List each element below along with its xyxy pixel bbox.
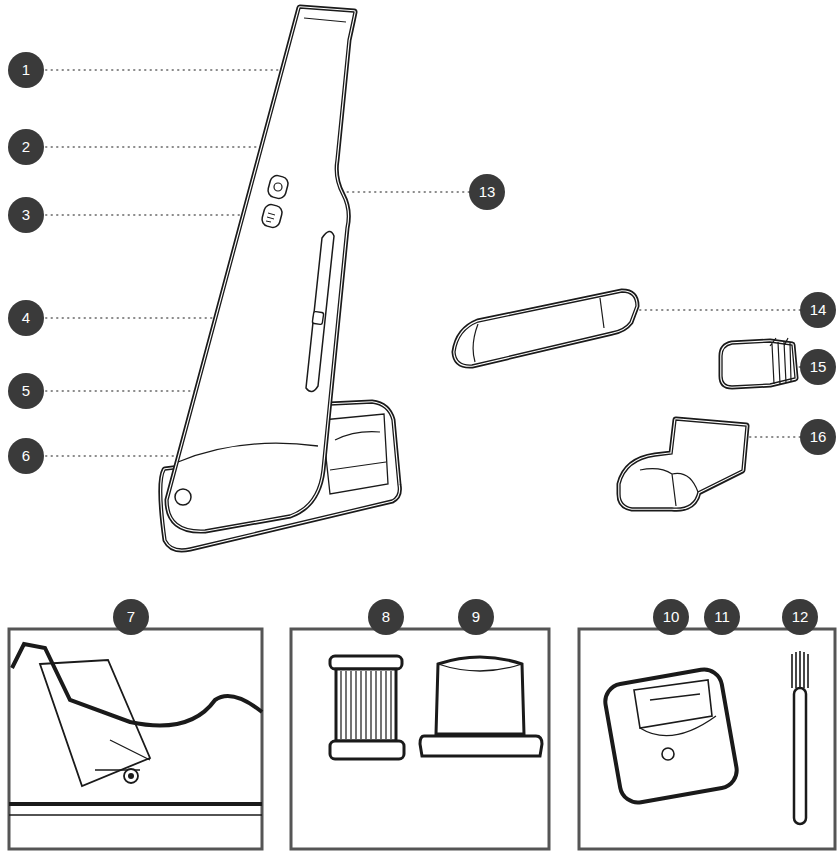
closeup-slot [40,660,150,786]
callout-number: 9 [458,599,494,635]
closeup-edge [9,802,262,806]
housing-flange [420,736,542,756]
tool-fill [455,292,636,365]
dock-insert [602,667,739,806]
vacuum-body [168,8,354,530]
closeup-outline [12,644,262,726]
detail-panel [291,629,549,849]
insert-hole [662,748,674,760]
callout-number: 16 [800,419,836,455]
indicator-light [175,489,191,505]
brush-handle [794,688,806,824]
callout-number: 8 [368,599,404,635]
insert-outline [602,667,739,806]
tool-fill [620,420,746,508]
mode-icon [266,213,275,222]
callout-number: 7 [113,599,149,635]
filter-pleats [336,669,396,741]
detail-panel [9,629,262,849]
callout-number: 14 [800,292,836,328]
detail-panels [9,629,835,849]
detail-panel [579,629,835,849]
charging-contact [124,769,138,783]
body-outline [168,8,354,530]
callout-number: 15 [800,349,836,385]
callout-number: 12 [782,599,818,635]
tool-inner-line [620,420,746,508]
base-cradle-detail [330,432,386,470]
tool-detail [640,469,698,506]
tool-outline [620,420,746,508]
brush-tool [722,338,795,386]
leader-line [46,146,276,148]
callout-number: 3 [8,197,44,233]
body-fill [168,8,354,530]
callout-number: 5 [8,373,44,409]
callout-number: 6 [8,438,44,474]
tool-detail [473,298,604,362]
callout-number: 2 [8,129,44,165]
brush-bristles [792,651,808,688]
housing-cup [436,657,524,734]
mode-button [260,203,283,229]
filter [330,656,404,759]
base-cradle [322,414,388,494]
closeup-edge [9,814,262,816]
cleaning-brush [792,651,808,824]
callout-number: 11 [704,599,740,635]
base-closeup [9,644,262,815]
callout-number: 10 [653,599,689,635]
callout-number: 4 [8,300,44,336]
wide-tool [620,420,746,508]
filter-housing [420,657,542,756]
insert-detail [640,694,716,736]
callout-number: 1 [8,52,44,88]
power-button [266,174,289,200]
charging-contact-dot [128,773,134,779]
closeup-detail [95,740,150,770]
tool-inner-line [455,292,636,365]
leader-line [46,214,262,216]
filter-top-cap [330,656,402,669]
filter-bottom-cap [330,741,404,759]
callout-number: 13 [469,174,505,210]
filter-pleat-lines [341,671,391,739]
bin-release [312,311,324,324]
dust-bin-window [306,231,334,391]
handle-cap [304,18,346,22]
power-icon [274,183,282,191]
nozzle-line [178,443,318,462]
housing-rim [438,664,522,671]
body-inner-line [168,8,354,530]
bristles [770,338,791,384]
tool-outline [455,292,636,365]
crevice-tool [455,292,636,365]
insert-cradle [634,680,712,728]
